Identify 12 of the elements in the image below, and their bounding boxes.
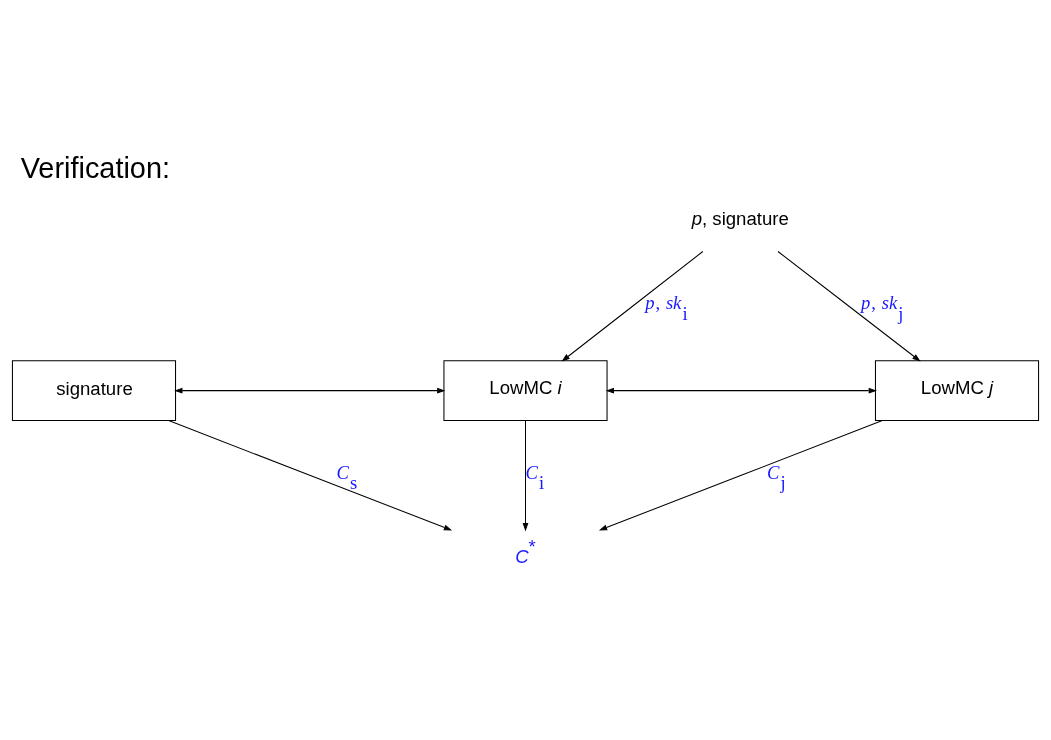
node-box: LowMC i [443, 359, 608, 421]
arrow [605, 387, 877, 394]
node-box: signature [11, 359, 177, 421]
node-box: LowMC j [874, 359, 1040, 421]
arrow [174, 387, 446, 394]
arrow [598, 419, 883, 530]
arrow [168, 419, 453, 530]
diagram-title: Verification: [20, 151, 171, 184]
arrow [561, 250, 704, 361]
node-text: p, signature [691, 207, 789, 229]
arrow [522, 419, 529, 531]
arrow [777, 250, 921, 361]
